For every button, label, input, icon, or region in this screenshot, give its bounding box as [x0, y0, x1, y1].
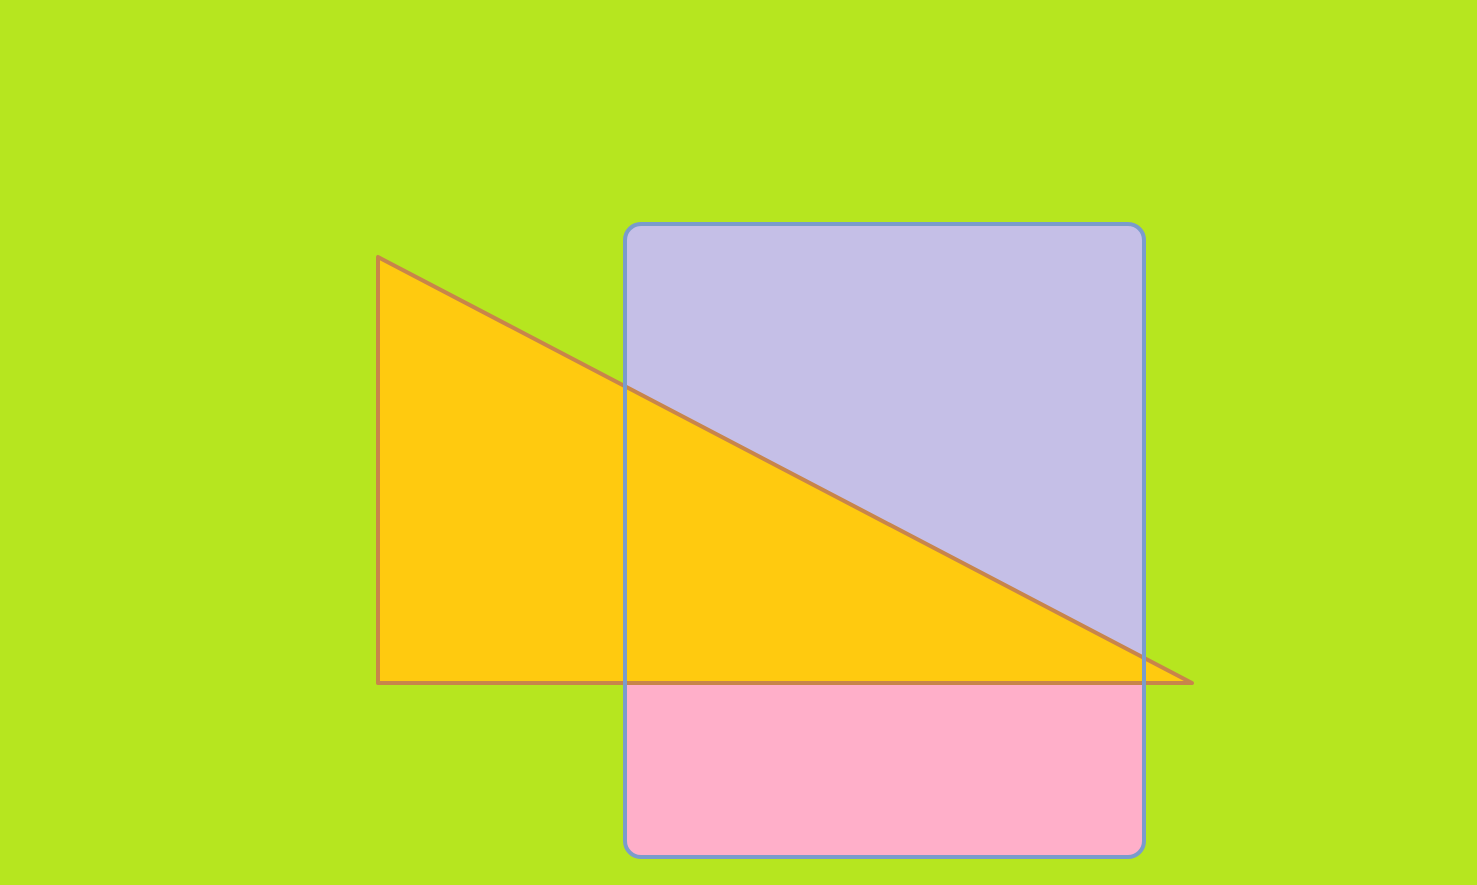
- rounded-rectangle-upper-region: [625, 224, 1144, 683]
- rounded-rectangle-outline: [623, 222, 1146, 859]
- triangle: [376, 255, 1194, 685]
